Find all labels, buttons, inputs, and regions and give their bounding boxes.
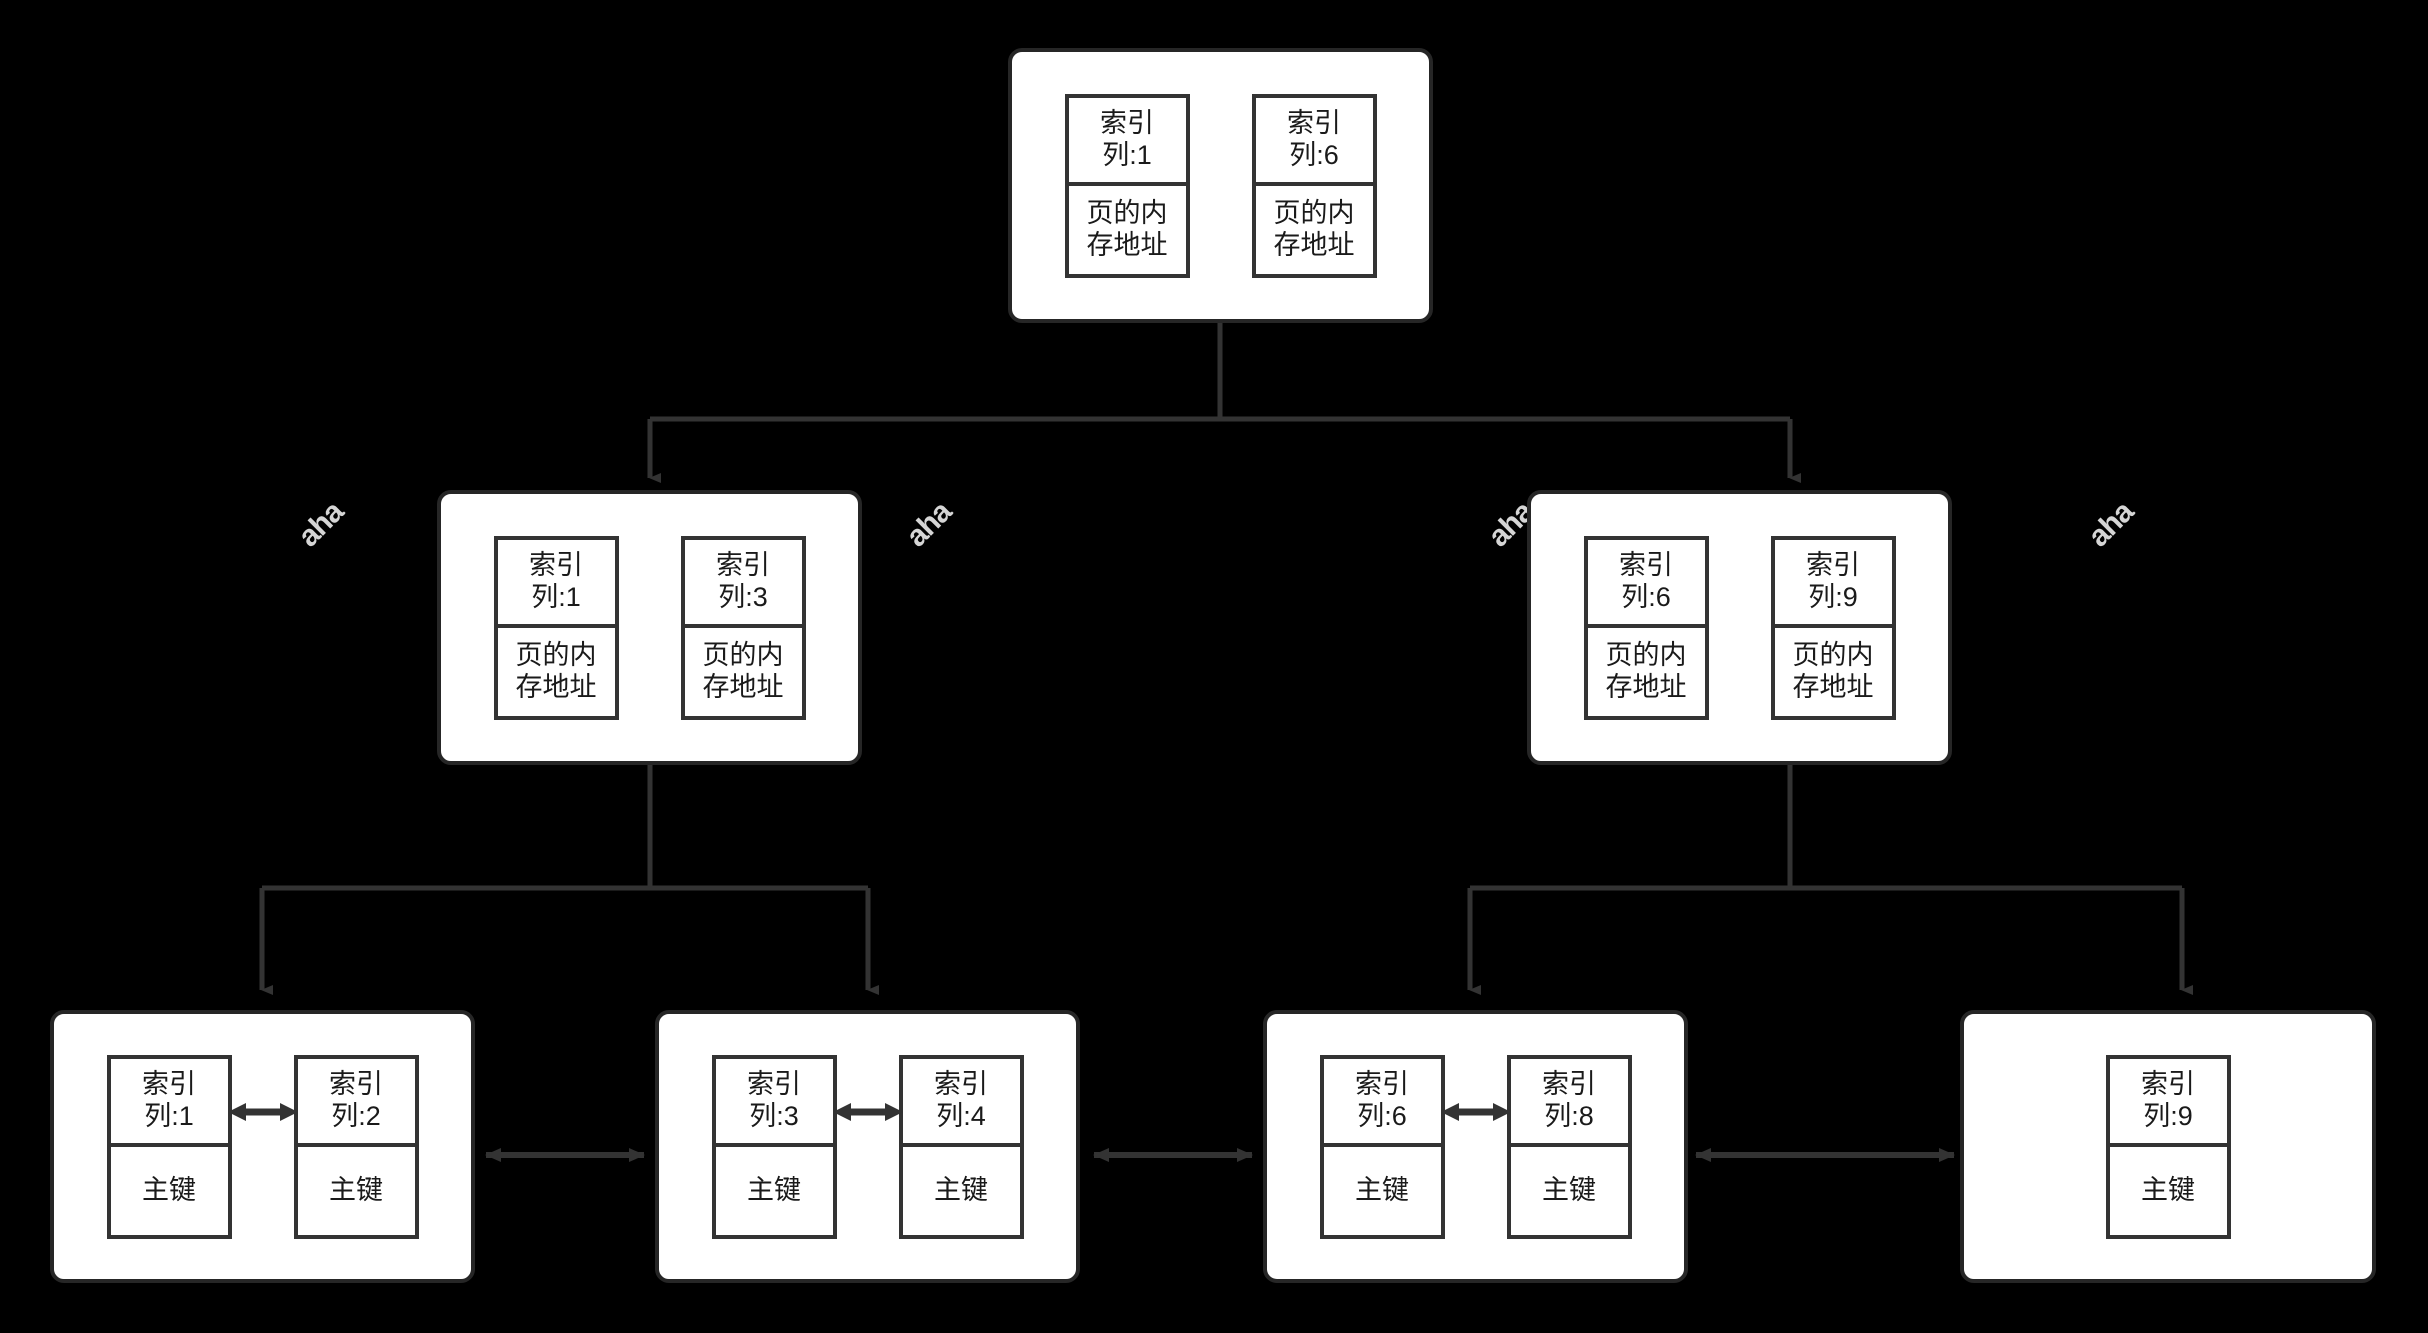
leaf-4-cell-0-key: 索引 列:9 [2109,1059,2227,1147]
leaf-2-cell-0[interactable]: 索引 列:3 主键 [711,1054,837,1239]
root-cell-gap [1190,94,1252,278]
leaf-node-3[interactable]: 索引 列:6 主键 索引 列:8 主键 [1263,1010,1688,1283]
leaf-3-cell-1-key: 索引 列:8 [1510,1059,1628,1147]
leaf-2-cells: 索引 列:3 主键 索引 列:4 主键 [711,1054,1024,1239]
root-cell-0[interactable]: 索引 列:1 页的内 存地址 [1064,93,1190,278]
leaf-1-cell-0-value: 主键 [142,1174,196,1205]
leaf-3-cell-1[interactable]: 索引 列:8 主键 [1506,1054,1632,1239]
internal-right-cell-0-key: 索引 列:6 [1587,540,1705,628]
edge-internal-right-to-leaves [1467,763,2193,995]
leaf-2-inner-arrow [832,1102,903,1121]
root-node[interactable]: 索引 列:1 页的内 存地址 索引 列:6 页的内 存地址 [1008,48,1433,323]
internal-node-left[interactable]: 索引 列:1 页的内 存地址 索引 列:3 页的内 存地址 [437,490,862,765]
leaf-1-cell-1-key: 索引 列:2 [297,1059,415,1147]
root-cell-1-value: 页的内 存地址 [1273,197,1355,260]
watermark-aha-4: aha [2082,495,2140,554]
leaf-1-inner-arrow [227,1102,298,1121]
leaf-3-cell-0-key: 索引 列:6 [1323,1059,1441,1147]
root-cell-1-key: 索引 列:6 [1255,98,1373,186]
leaf-node-1[interactable]: 索引 列:1 主键 索引 列:2 主键 [50,1010,475,1283]
leaf-node-4[interactable]: 索引 列:9 主键 [1960,1010,2376,1283]
leaf-3-cell-0-value: 主键 [1355,1174,1409,1205]
leaf-3-cell-0[interactable]: 索引 列:6 主键 [1319,1054,1445,1239]
watermark-aha-1: aha [292,495,350,554]
internal-left-cell-1[interactable]: 索引 列:3 页的内 存地址 [680,535,806,720]
internal-left-cells: 索引 列:1 页的内 存地址 索引 列:3 页的内 存地址 [493,535,806,720]
internal-left-cell-0-key: 索引 列:1 [497,540,615,628]
edge-root-to-internal [647,322,1801,483]
leaf-1-cell-1[interactable]: 索引 列:2 主键 [293,1054,419,1239]
root-cell-0-key: 索引 列:1 [1068,98,1186,186]
internal-left-cell-1-key: 索引 列:3 [684,540,802,628]
leaf-3-cells: 索引 列:6 主键 索引 列:8 主键 [1319,1054,1632,1239]
leaf-2-cell-0-value: 主键 [747,1174,801,1205]
leaf-1-cell-0[interactable]: 索引 列:1 主键 [106,1054,232,1239]
leaf-node-2[interactable]: 索引 列:3 主键 索引 列:4 主键 [655,1010,1080,1283]
leaf-2-cell-1-value: 主键 [934,1174,988,1205]
leaf-4-cell-0[interactable]: 索引 列:9 主键 [2105,1054,2231,1239]
internal-right-cell-gap [1709,536,1771,720]
leaf-1-cell-1-value: 主键 [329,1174,383,1205]
leaf-4-cell-0-value: 主键 [2141,1174,2195,1205]
internal-right-cell-0[interactable]: 索引 列:6 页的内 存地址 [1583,535,1709,720]
internal-left-cell-1-value: 页的内 存地址 [702,639,784,702]
root-cell-1[interactable]: 索引 列:6 页的内 存地址 [1251,93,1377,278]
internal-right-cell-1-value: 页的内 存地址 [1792,639,1874,702]
internal-left-cell-gap [619,536,681,720]
leaf-2-cell-1[interactable]: 索引 列:4 主键 [898,1054,1024,1239]
root-node-cells: 索引 列:1 页的内 存地址 索引 列:6 页的内 存地址 [1064,93,1377,278]
internal-right-cell-1-key: 索引 列:9 [1774,540,1892,628]
internal-right-cells: 索引 列:6 页的内 存地址 索引 列:9 页的内 存地址 [1583,535,1896,720]
internal-left-cell-0[interactable]: 索引 列:1 页的内 存地址 [493,535,619,720]
edge-internal-left-to-leaves [259,763,879,995]
internal-right-cell-1[interactable]: 索引 列:9 页的内 存地址 [1770,535,1896,720]
watermark-aha-2: aha [900,495,958,554]
internal-node-right[interactable]: 索引 列:6 页的内 存地址 索引 列:9 页的内 存地址 [1527,490,1952,765]
leaf-1-cells: 索引 列:1 主键 索引 列:2 主键 [106,1054,419,1239]
leaf-1-cell-gap [227,1055,298,1239]
leaf-3-cell-1-value: 主键 [1542,1174,1596,1205]
leaf-4-cells: 索引 列:9 主键 [2105,1054,2231,1239]
leaf-2-cell-0-key: 索引 列:3 [715,1059,833,1147]
root-cell-0-value: 页的内 存地址 [1086,197,1168,260]
leaf-3-cell-gap [1440,1055,1511,1239]
leaf-1-cell-0-key: 索引 列:1 [110,1059,228,1147]
leaf-2-cell-gap [832,1055,903,1239]
leaf-3-inner-arrow [1440,1102,1511,1121]
internal-left-cell-0-value: 页的内 存地址 [515,639,597,702]
leaf-2-cell-1-key: 索引 列:4 [902,1059,1020,1147]
internal-right-cell-0-value: 页的内 存地址 [1605,639,1687,702]
